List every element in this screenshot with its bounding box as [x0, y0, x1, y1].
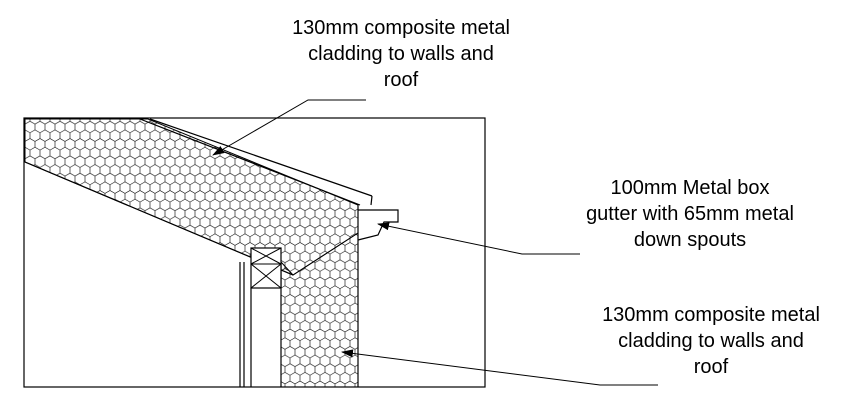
- roof-sheet-top-line: [149, 118, 373, 197]
- roof-cladding-leader: [212, 99, 366, 156]
- gutter-callout: 100mm Metal box gutter with 65mm metal d…: [540, 175, 840, 253]
- callout-line: roof: [383, 69, 419, 91]
- roof-cladding-callout: 130mm composite metal cladding to walls …: [236, 15, 566, 93]
- detail-frame: [23, 117, 486, 388]
- callout-line: 100mm Metal box: [610, 177, 770, 199]
- wall-cladding-leader: [341, 349, 658, 386]
- callout-line: cladding to walls and: [308, 43, 494, 65]
- callout-line: down spouts: [633, 229, 747, 251]
- roof-drip-edge: [370, 195, 373, 206]
- roof-inner-line: [24, 161, 294, 276]
- callout-line: 130mm composite metal: [602, 304, 820, 326]
- box-gutter: [357, 209, 399, 241]
- roof-insulation-band: [24, 118, 359, 276]
- callout-line: 130mm composite metal: [292, 17, 510, 39]
- callout-line: gutter with 65mm metal: [586, 203, 794, 225]
- wall-cladding-callout: 130mm composite metal cladding to walls …: [562, 302, 860, 380]
- callout-line: cladding to walls and: [618, 330, 804, 352]
- callout-line: roof: [693, 356, 729, 378]
- gutter-leader: [377, 222, 580, 255]
- roof-sheet-lower-line: [139, 118, 361, 206]
